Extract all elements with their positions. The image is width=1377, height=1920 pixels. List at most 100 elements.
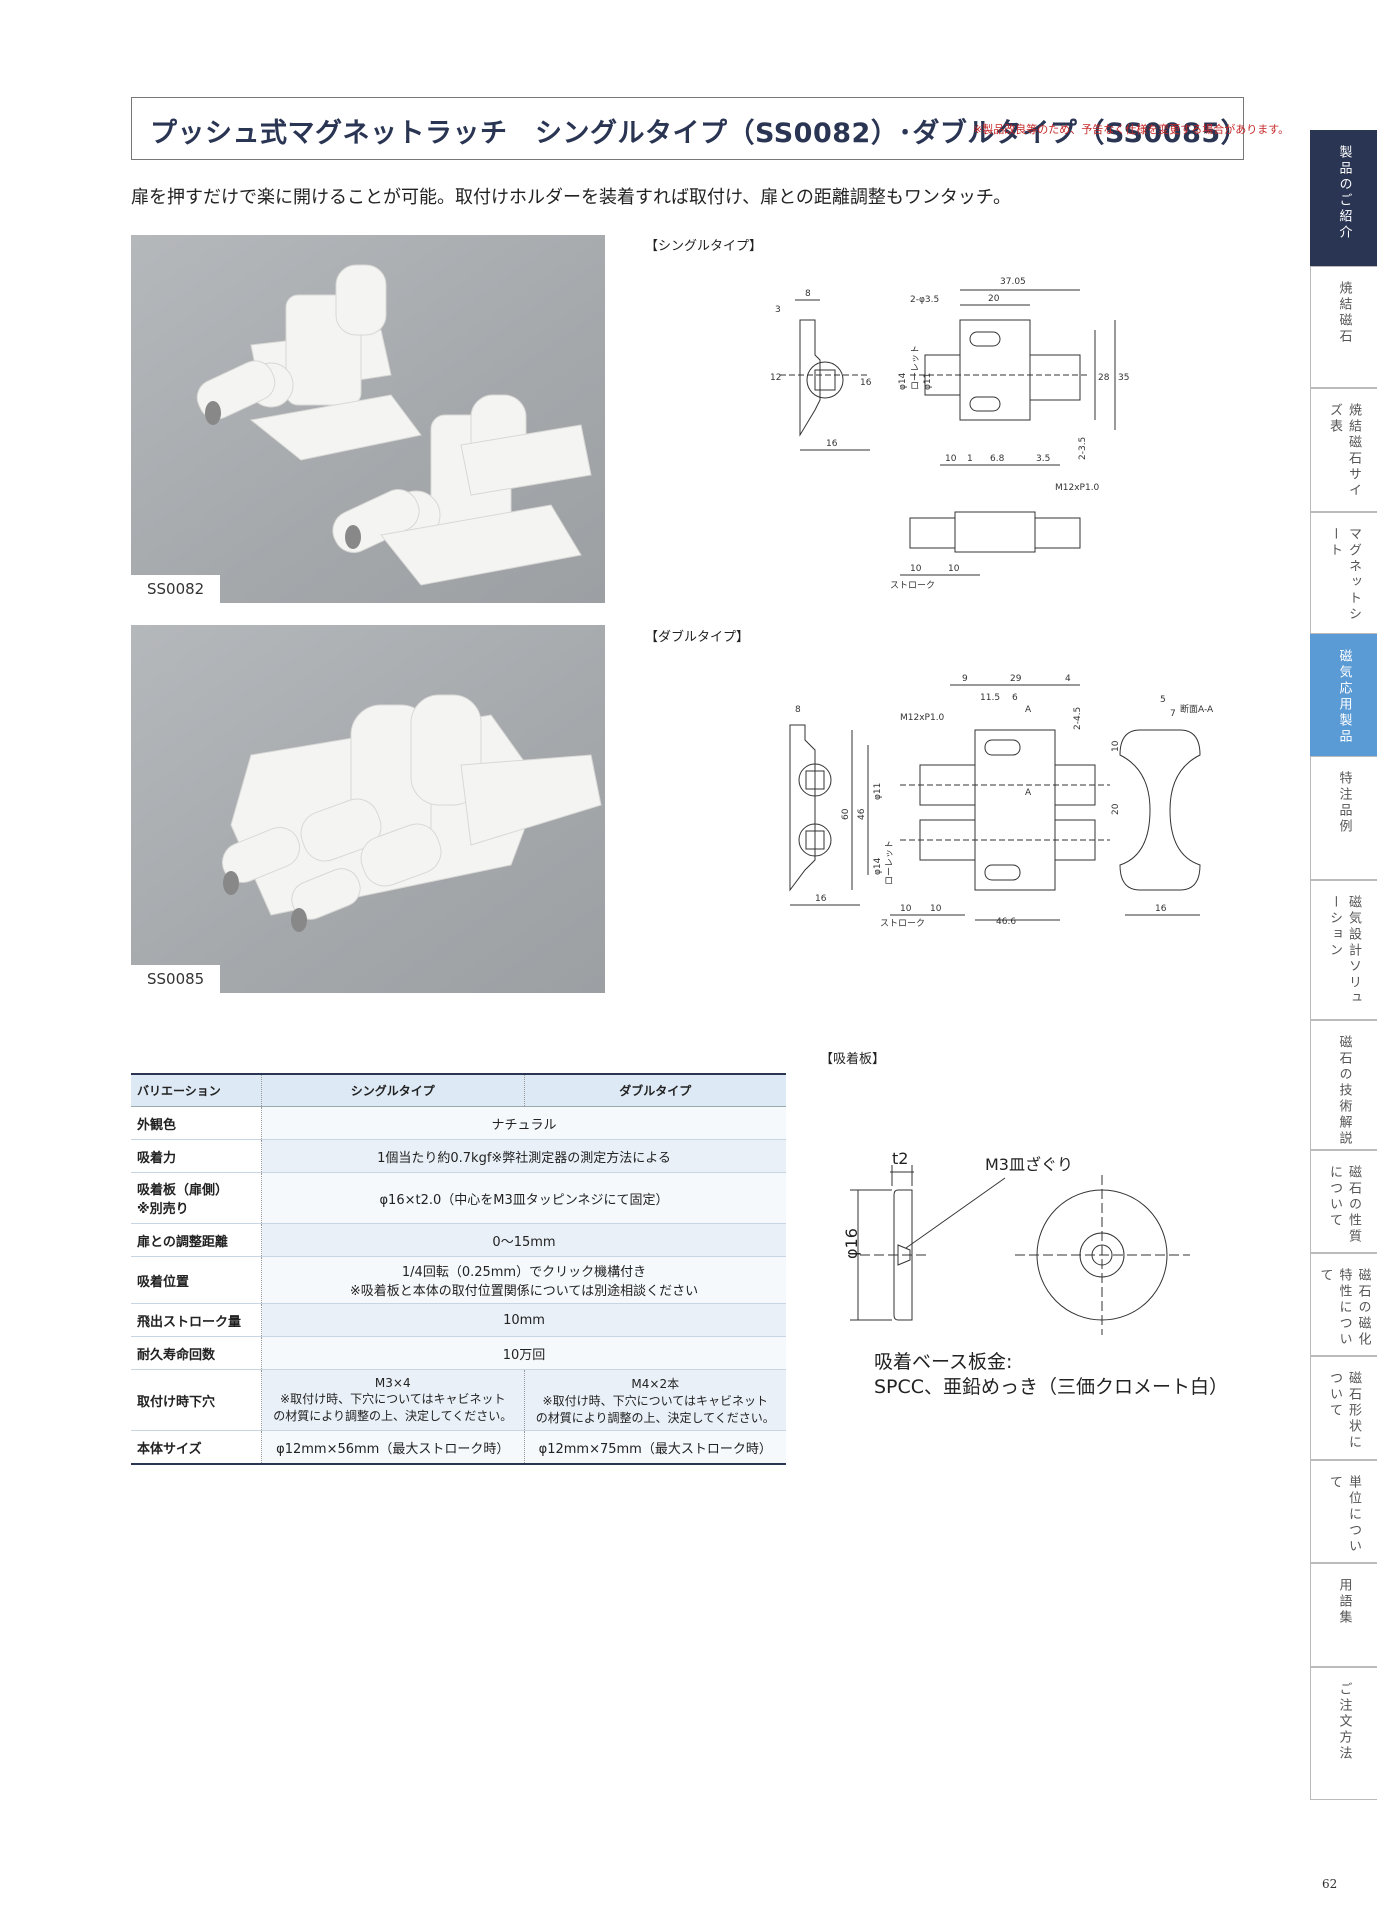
svg-text:1: 1 bbox=[967, 454, 973, 464]
tab-products[interactable]: 製品のご紹介 bbox=[1310, 130, 1377, 266]
row-label: 吸着力 bbox=[131, 1139, 262, 1173]
hole-double-line2: ※取付け時、下穴についてはキャビネット bbox=[542, 1393, 768, 1408]
plate-thickness-dim: t2 bbox=[892, 1149, 908, 1168]
hole-single-line1: M3×4 bbox=[374, 1376, 411, 1390]
tab-units[interactable]: 単位について bbox=[1310, 1460, 1377, 1563]
tab-sintered-size[interactable]: 焼結磁石サイズ表 bbox=[1310, 388, 1377, 512]
row-value-single: φ12mm×56mm（最大ストローク時） bbox=[261, 1430, 525, 1465]
single-drawing-label: 【シングルタイプ】 bbox=[645, 239, 763, 254]
svg-text:φ14: φ14 bbox=[873, 857, 883, 875]
table-row: 外観色 ナチュラル bbox=[131, 1106, 786, 1140]
svg-text:M12xP1.0: M12xP1.0 bbox=[1055, 483, 1100, 493]
row-label: 吸着板（扉側） ※別売り bbox=[131, 1172, 262, 1224]
table-row: 取付け時下穴 M3×4 ※取付け時、下穴についてはキャビネット の材質により調整… bbox=[131, 1369, 786, 1431]
svg-text:12: 12 bbox=[770, 373, 781, 383]
tab-sintered-magnet[interactable]: 焼結磁石 bbox=[1310, 266, 1377, 388]
row-label: 吸着位置 bbox=[131, 1256, 262, 1304]
spec-change-notice: ※製品改良等のため、予告なく仕様を変更する場合があります。 bbox=[973, 123, 1290, 136]
col-header-double: ダブルタイプ bbox=[524, 1073, 786, 1107]
row-value-single: M3×4 ※取付け時、下穴についてはキャビネット の材質により調整の上、決定して… bbox=[261, 1369, 525, 1431]
svg-text:断面A-A: 断面A-A bbox=[1180, 703, 1214, 715]
svg-text:7: 7 bbox=[1170, 709, 1176, 719]
table-row: 扉との調整距離 0〜15mm bbox=[131, 1223, 786, 1257]
double-drawing-label: 【ダブルタイプ】 bbox=[645, 630, 750, 645]
svg-text:ストローク: ストローク bbox=[890, 580, 935, 591]
table-row: 吸着力 1個当たり約0.7kgf※弊社測定器の測定方法による bbox=[131, 1139, 786, 1173]
double-latch-image bbox=[221, 694, 602, 932]
svg-text:M12xP1.0: M12xP1.0 bbox=[900, 713, 945, 723]
row-label-line1: 吸着板（扉側） bbox=[137, 1183, 229, 1198]
hole-double-line1: M4×2本 bbox=[631, 1376, 680, 1391]
tab-magnet-sheet[interactable]: マグネットシート bbox=[1310, 512, 1377, 634]
svg-text:ローレット: ローレット bbox=[911, 345, 921, 390]
hole-double-line3: の材質により調整の上、決定してください。 bbox=[535, 1410, 775, 1425]
svg-text:28: 28 bbox=[1098, 373, 1110, 383]
row-value-double: M4×2本 ※取付け時、下穴についてはキャビネット の材質により調整の上、決定し… bbox=[524, 1369, 786, 1431]
row-value: 1/4回転（0.25mm）でクリック機構付き ※吸着板と本体の取付位置関係につい… bbox=[261, 1256, 786, 1304]
table-row: 吸着板（扉側） ※別売り φ16×t2.0（中心をM3皿タッピンネジにて固定） bbox=[131, 1172, 786, 1224]
hole-single-line3: の材質により調整の上、決定してください。 bbox=[273, 1409, 513, 1423]
row-label: 本体サイズ bbox=[131, 1430, 262, 1465]
photo-single: SS0082 bbox=[131, 235, 605, 603]
photo-double-label: SS0085 bbox=[131, 965, 221, 993]
plate-material-line2: SPCC、亜鉛めっき（三価クロメート白） bbox=[874, 1376, 1229, 1398]
svg-text:16: 16 bbox=[815, 894, 827, 904]
single-type-drawing: 8 3 12 16 16 37.05 20 2-φ3.5 28 35 φ14 ロ… bbox=[770, 277, 1129, 591]
svg-text:10: 10 bbox=[900, 904, 912, 914]
tab-magnetization[interactable]: 磁石の磁化特性について bbox=[1310, 1253, 1377, 1356]
svg-text:A: A bbox=[1025, 788, 1032, 798]
row-value-double: φ12mm×75mm（最大ストローク時） bbox=[524, 1430, 786, 1465]
title-box bbox=[131, 97, 1244, 160]
svg-text:4: 4 bbox=[1065, 674, 1071, 684]
col-header-single: シングルタイプ bbox=[261, 1073, 525, 1107]
svg-text:46.6: 46.6 bbox=[996, 917, 1016, 927]
svg-text:35: 35 bbox=[1118, 373, 1129, 383]
photo-double: SS0085 bbox=[131, 625, 605, 993]
row-value: 0〜15mm bbox=[261, 1223, 786, 1257]
tab-design-solution[interactable]: 磁気設計ソリューション bbox=[1310, 880, 1377, 1020]
plate-countersink-label: M3皿ざぐり bbox=[985, 1155, 1073, 1174]
tab-magnet-shape[interactable]: 磁石形状について bbox=[1310, 1356, 1377, 1460]
row-value: 10mm bbox=[261, 1303, 786, 1337]
table-row: 本体サイズ φ12mm×56mm（最大ストローク時） φ12mm×75mm（最大… bbox=[131, 1430, 786, 1465]
col-header-variation: バリエーション bbox=[131, 1073, 262, 1107]
table-row: 飛出ストローク量 10mm bbox=[131, 1303, 786, 1337]
svg-text:10: 10 bbox=[930, 904, 942, 914]
tab-tech-explanation[interactable]: 磁石の技術解説 bbox=[1310, 1020, 1377, 1150]
tab-glossary[interactable]: 用語集 bbox=[1310, 1563, 1377, 1667]
svg-text:16: 16 bbox=[826, 439, 838, 449]
svg-text:10: 10 bbox=[948, 564, 960, 574]
tab-magnetic-products[interactable]: 磁気応用製品 bbox=[1310, 634, 1377, 756]
double-type-drawing: 8 16 9 29 4 11.5 6 A A M12xP1.0 2-4.5 10… bbox=[760, 674, 1214, 929]
row-label: 取付け時下穴 bbox=[131, 1369, 262, 1431]
tab-magnet-properties[interactable]: 磁石の性質について bbox=[1310, 1150, 1377, 1253]
svg-text:8: 8 bbox=[805, 289, 811, 299]
svg-text:20: 20 bbox=[988, 294, 1000, 304]
svg-text:10: 10 bbox=[910, 564, 922, 574]
svg-text:2-φ3.5: 2-φ3.5 bbox=[910, 295, 939, 305]
row-label: 耐久寿命回数 bbox=[131, 1336, 262, 1370]
photo-single-label: SS0082 bbox=[131, 575, 221, 603]
svg-text:ストローク: ストローク bbox=[880, 918, 925, 929]
svg-text:2-4.5: 2-4.5 bbox=[1073, 707, 1083, 730]
svg-text:16: 16 bbox=[1155, 904, 1167, 914]
row-value-line1: 1/4回転（0.25mm）でクリック機構付き bbox=[401, 1265, 647, 1280]
row-value: ナチュラル bbox=[261, 1106, 786, 1140]
svg-text:20: 20 bbox=[1111, 803, 1121, 815]
row-value: 1個当たり約0.7kgf※弊社測定器の測定方法による bbox=[261, 1139, 786, 1173]
svg-text:6.8: 6.8 bbox=[990, 454, 1005, 464]
tab-ordering[interactable]: ご注文方法 bbox=[1310, 1667, 1377, 1800]
svg-text:ローレット: ローレット bbox=[885, 840, 895, 885]
plate-material-line1: 吸着ベース板金: bbox=[874, 1351, 1013, 1373]
svg-text:10: 10 bbox=[945, 454, 957, 464]
svg-text:6: 6 bbox=[1012, 693, 1018, 703]
row-value: 10万回 bbox=[261, 1336, 786, 1370]
table-row: 吸着位置 1/4回転（0.25mm）でクリック機構付き ※吸着板と本体の取付位置… bbox=[131, 1256, 786, 1304]
row-label: 外観色 bbox=[131, 1106, 262, 1140]
svg-text:37.05: 37.05 bbox=[1000, 277, 1026, 287]
page-number: 62 bbox=[1322, 1877, 1338, 1891]
plate-diameter-dim: φ16 bbox=[842, 1228, 861, 1259]
table-row: 耐久寿命回数 10万回 bbox=[131, 1336, 786, 1370]
svg-text:9: 9 bbox=[962, 674, 968, 684]
tab-custom-examples[interactable]: 特注品例 bbox=[1310, 756, 1377, 880]
